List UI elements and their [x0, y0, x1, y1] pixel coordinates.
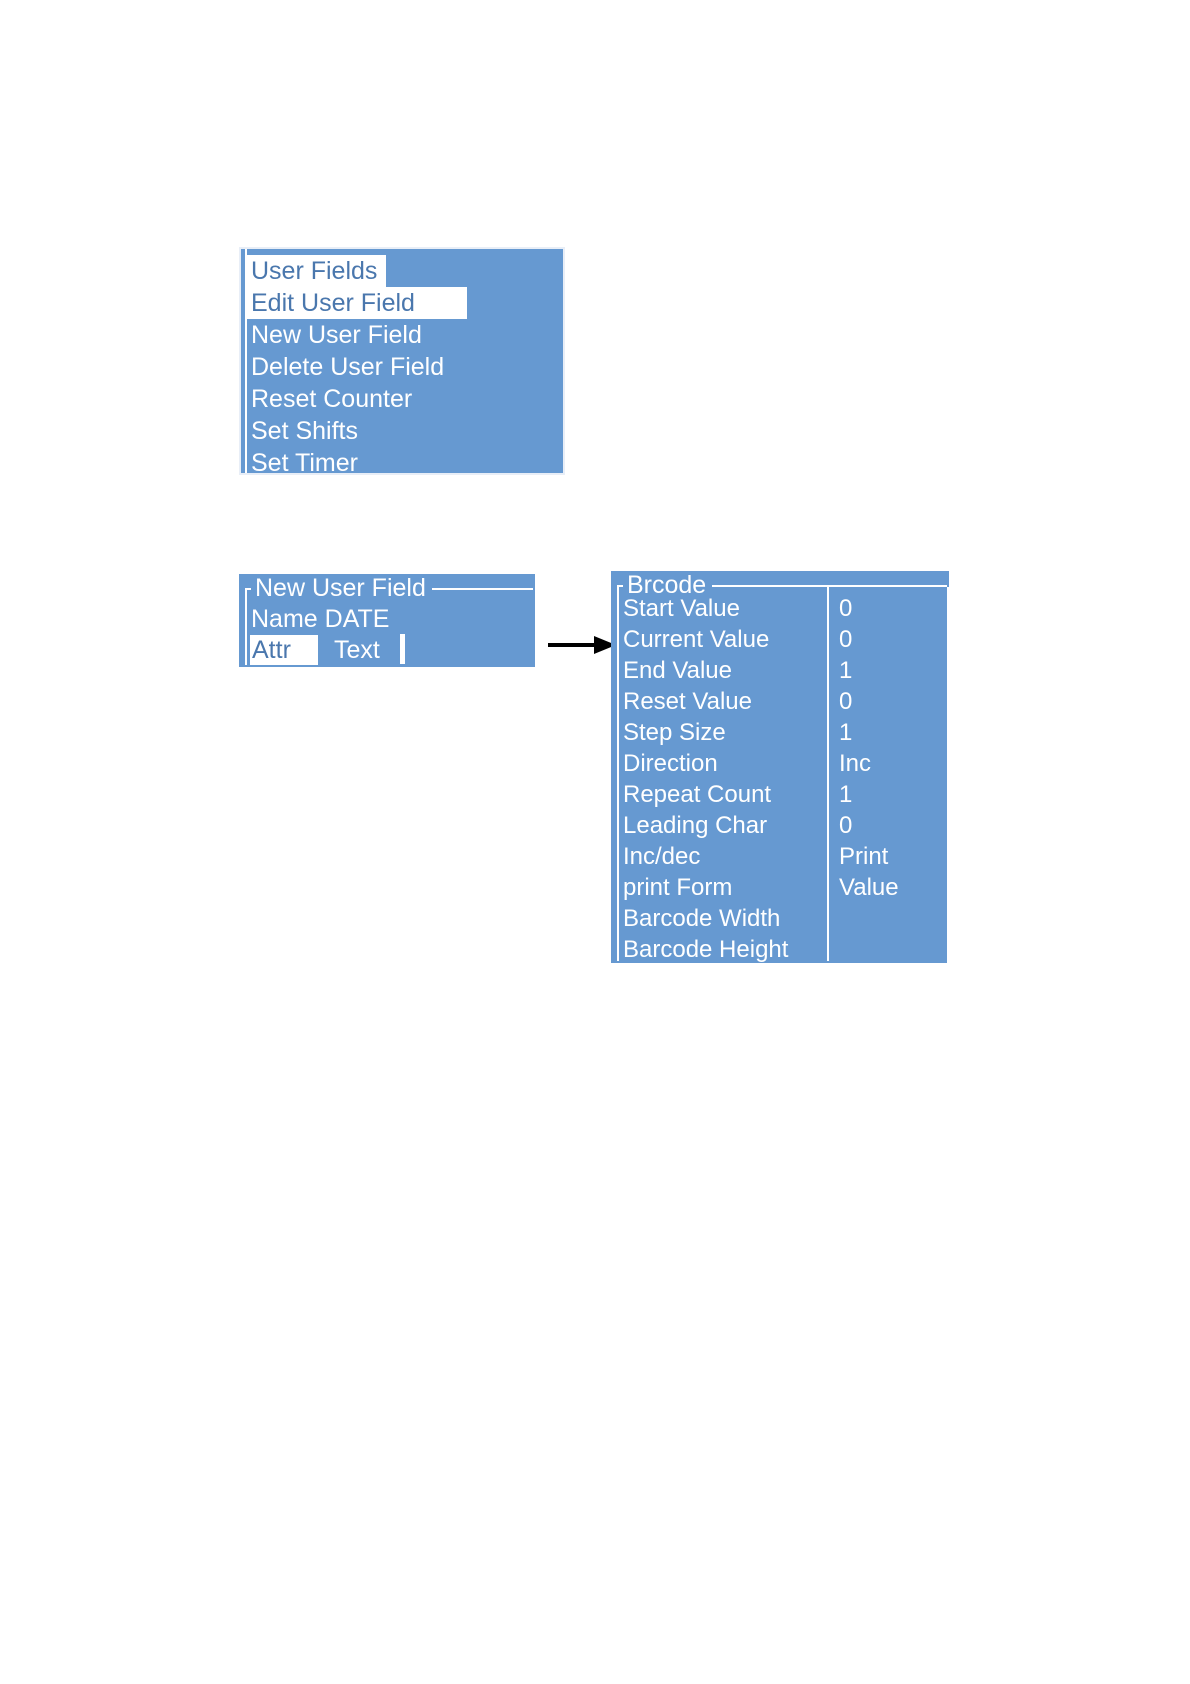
row-value-end-value[interactable]: 1: [839, 657, 853, 684]
new-user-field-dialog: New User Field Name DATE Attr Text: [239, 574, 535, 667]
table-row[interactable]: Current Value 0: [611, 624, 949, 655]
brcode-title-rule: [717, 585, 947, 587]
new-user-field-title: New User Field: [251, 574, 432, 603]
menu-item-reset-counter[interactable]: Reset Counter: [251, 385, 413, 413]
row-label-start-value: Start Value: [623, 595, 740, 622]
menu-item-user-fields[interactable]: User Fields: [247, 255, 386, 287]
row-value-inc-dec[interactable]: Print: [839, 843, 889, 870]
attr-field-row[interactable]: Attr Text: [250, 635, 380, 665]
brcode-panel: Brcode Start Value 0 Current Value 0 End…: [611, 571, 949, 963]
table-row[interactable]: Inc/dec Print: [611, 841, 949, 872]
table-row[interactable]: Leading Char 0: [611, 810, 949, 841]
brcode-column-divider: [827, 587, 829, 961]
menu-left-rule: [245, 249, 247, 473]
row-value-reset-value[interactable]: 0: [839, 688, 853, 715]
name-field-label: Name: [251, 605, 318, 633]
table-row[interactable]: Repeat Count 1: [611, 779, 949, 810]
menu-item-delete-user-field[interactable]: Delete User Field: [251, 353, 445, 381]
row-value-print-form[interactable]: Value: [839, 874, 899, 901]
row-value-direction[interactable]: Inc: [839, 750, 872, 777]
row-value-repeat-count[interactable]: 1: [839, 781, 853, 808]
row-label-step-size: Step Size: [623, 719, 726, 746]
table-row[interactable]: Barcode Height: [611, 934, 949, 965]
row-label-barcode-width: Barcode Width: [623, 905, 781, 932]
row-value-start-value[interactable]: 0: [839, 595, 853, 622]
row-label-barcode-height: Barcode Height: [623, 936, 789, 963]
name-field-value[interactable]: DATE: [324, 605, 390, 633]
arrow-right-icon: [548, 636, 616, 654]
table-row[interactable]: Start Value 0: [611, 593, 949, 624]
row-value-leading-char[interactable]: 0: [839, 812, 853, 839]
menu-item-set-timer[interactable]: Set Timer: [251, 449, 358, 477]
row-label-repeat-count: Repeat Count: [623, 781, 772, 808]
row-label-print-form: print Form: [623, 874, 733, 901]
attr-field-label[interactable]: Attr: [250, 635, 318, 665]
row-value-current-value[interactable]: 0: [839, 626, 853, 653]
row-label-leading-char: Leading Char: [623, 812, 768, 839]
table-row[interactable]: Step Size 1: [611, 717, 949, 748]
row-label-direction: Direction: [623, 750, 718, 777]
table-row[interactable]: print Form Value: [611, 872, 949, 903]
name-field-row[interactable]: Name DATE: [251, 604, 389, 634]
user-fields-menu[interactable]: User Fields Edit User Field New User Fie…: [239, 247, 565, 477]
row-label-inc-dec: Inc/dec: [623, 843, 701, 870]
menu-item-edit-user-field[interactable]: Edit User Field: [247, 287, 467, 319]
text-cursor-caret: [400, 634, 405, 664]
table-row[interactable]: Barcode Width: [611, 903, 949, 934]
row-label-end-value: End Value: [623, 657, 732, 684]
brcode-right-edge: [947, 587, 949, 963]
new-user-field-title-rule: [391, 588, 533, 590]
table-row[interactable]: Reset Value 0: [611, 686, 949, 717]
attr-field-value[interactable]: Text: [334, 636, 380, 664]
table-row[interactable]: Direction Inc: [611, 748, 949, 779]
row-label-current-value: Current Value: [623, 626, 770, 653]
table-row[interactable]: End Value 1: [611, 655, 949, 686]
menu-item-set-shifts[interactable]: Set Shifts: [251, 417, 358, 445]
row-value-step-size[interactable]: 1: [839, 719, 853, 746]
brcode-title: Brcode: [623, 571, 713, 600]
menu-item-new-user-field[interactable]: New User Field: [251, 321, 422, 349]
row-label-reset-value: Reset Value: [623, 688, 752, 715]
